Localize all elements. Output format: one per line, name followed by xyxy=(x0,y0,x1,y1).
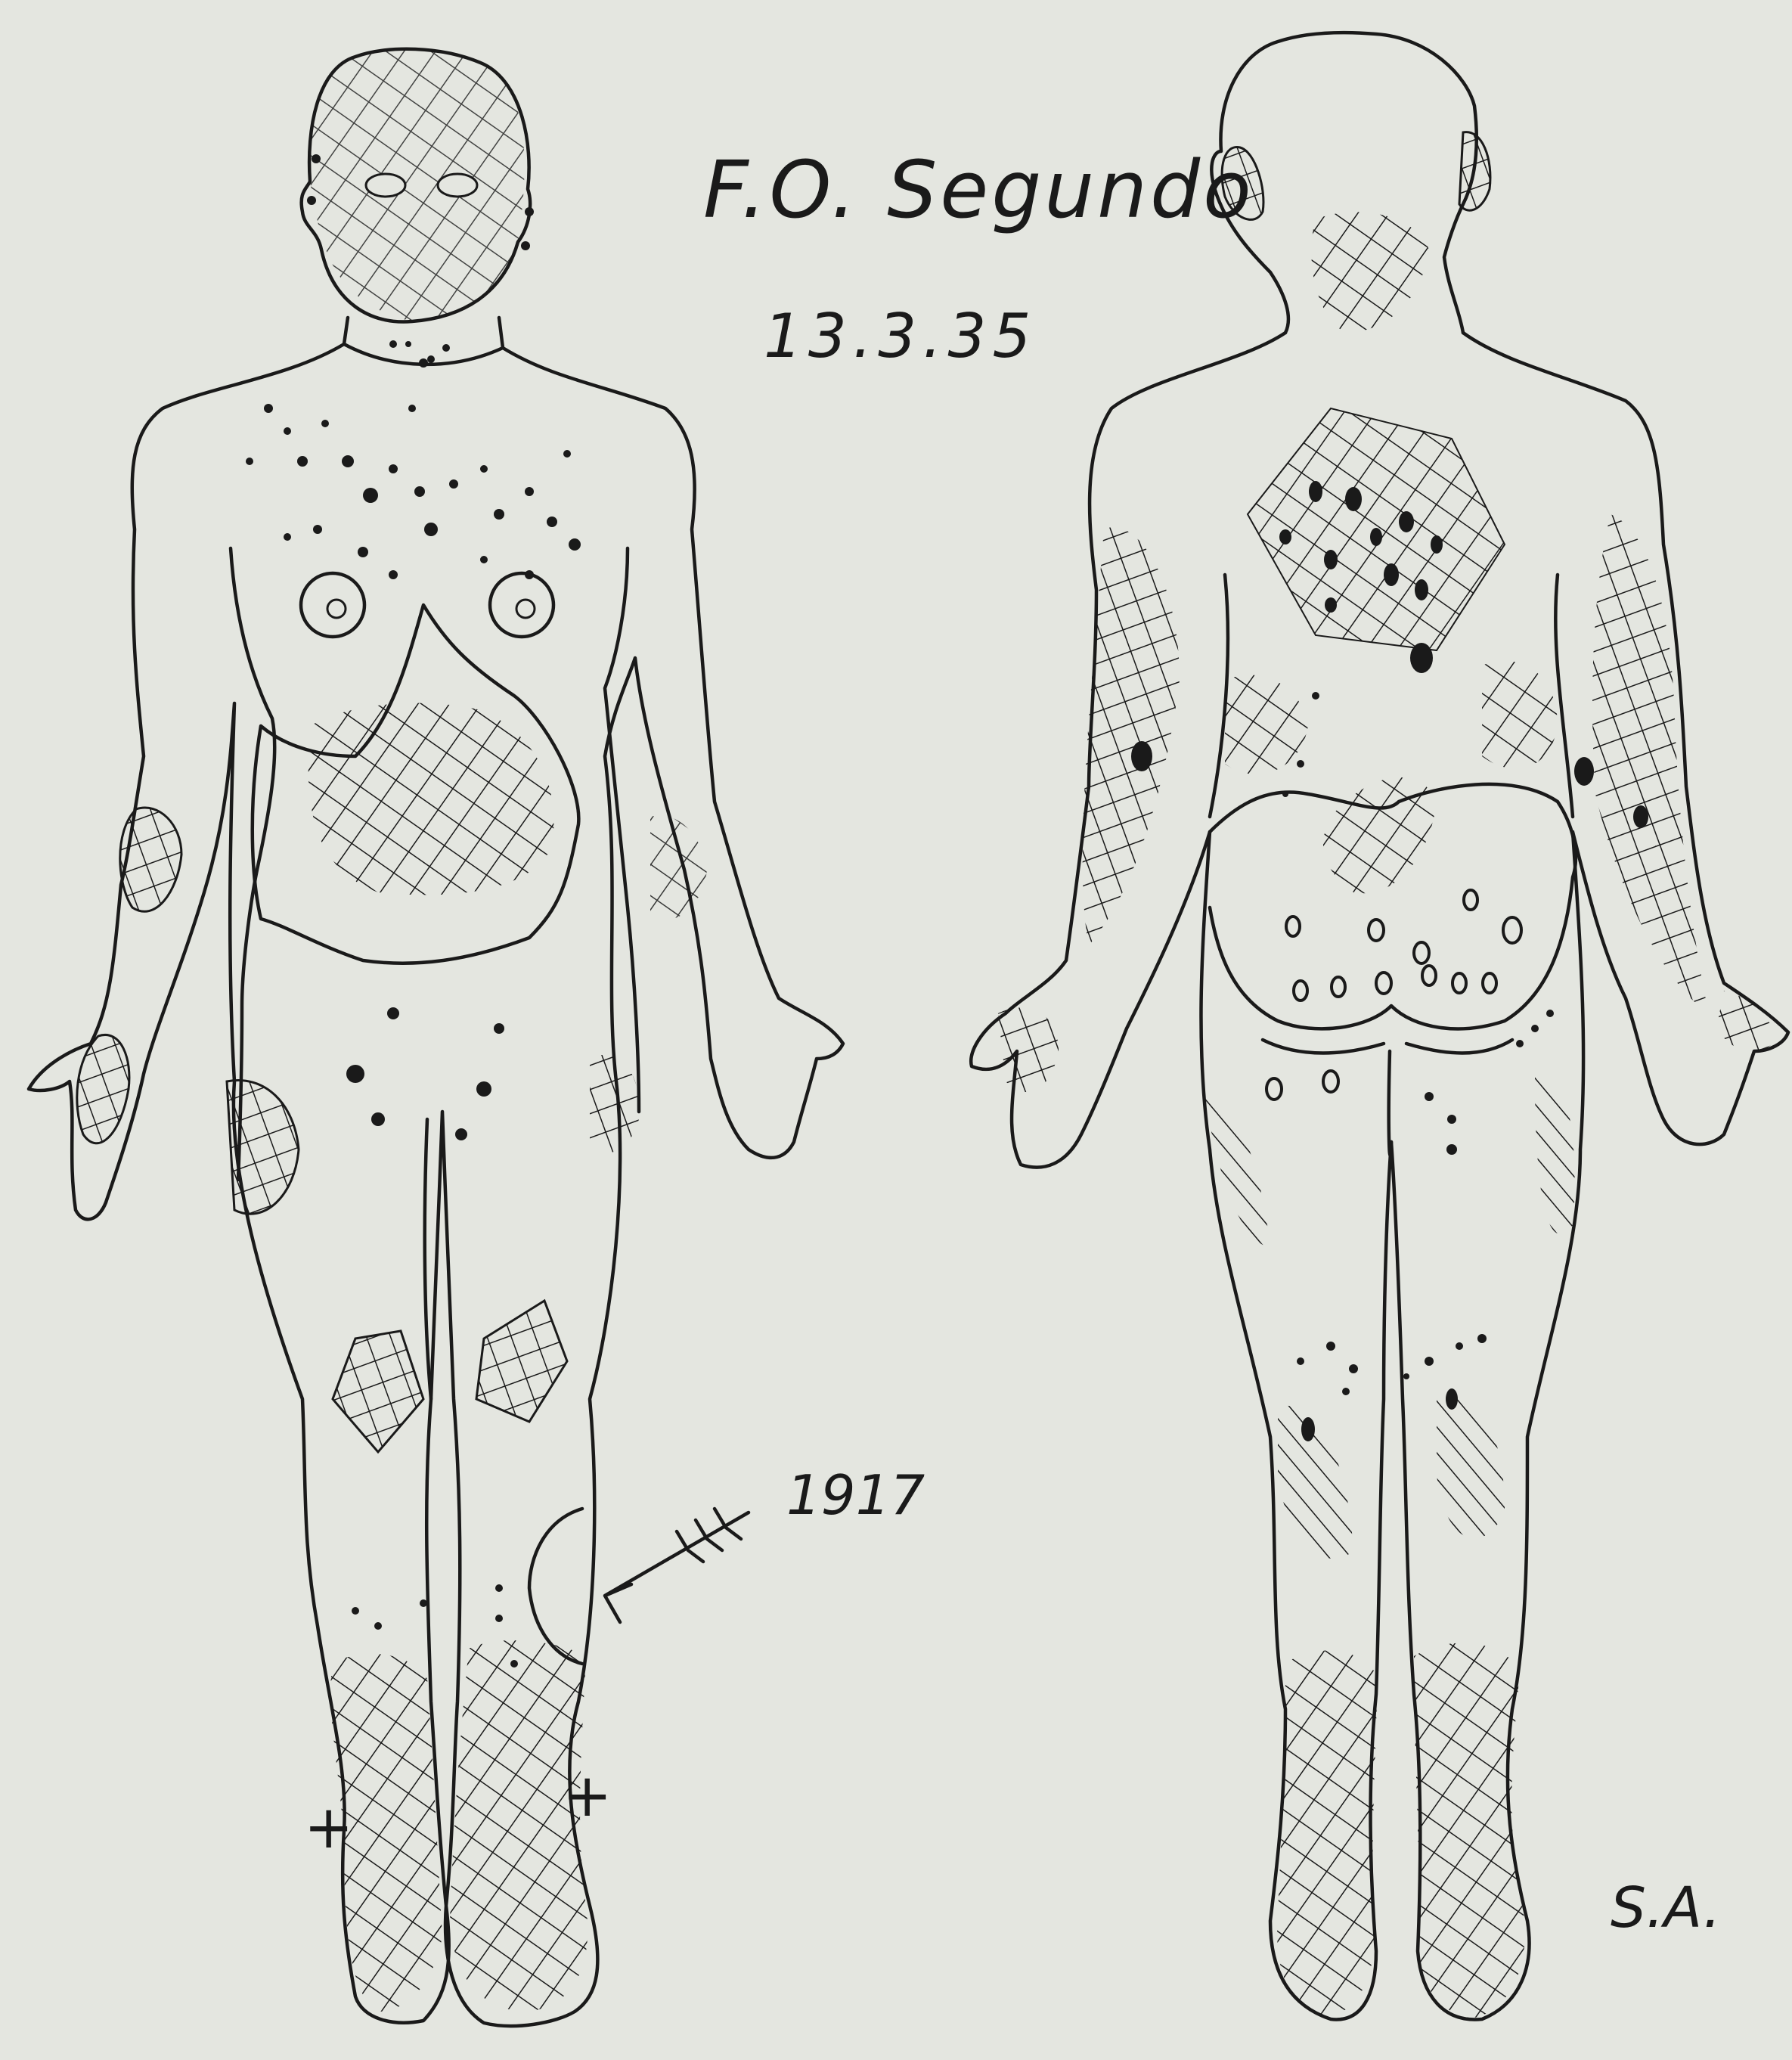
plus-marker-left: + xyxy=(304,1794,353,1862)
date-label: 13.3.35 xyxy=(764,301,1037,371)
back-lumbar-patch-right xyxy=(1482,661,1558,768)
front-breast-left xyxy=(301,573,364,637)
back-ear-right xyxy=(1459,132,1490,211)
front-knee-patch-left xyxy=(333,1331,423,1452)
back-lower-leg-left xyxy=(1277,1651,1378,2016)
back-lesion-rings xyxy=(1266,890,1521,1100)
front-abdomen-hatch xyxy=(308,703,554,895)
back-thigh-diag-right xyxy=(1535,1072,1575,1233)
front-thigh-semicircle xyxy=(529,1509,582,1664)
front-head-hatch xyxy=(309,49,524,321)
front-knee-patch-right xyxy=(476,1301,567,1422)
patient-label: F.O. Segundo xyxy=(703,144,1254,236)
year-label: 1917 xyxy=(786,1463,925,1527)
back-lumbar-patch-left xyxy=(1225,675,1308,774)
back-calf-diag-right xyxy=(1437,1398,1505,1539)
back-leg-divider xyxy=(1389,1051,1391,1156)
back-lower-leg-right xyxy=(1414,1643,1525,2018)
front-lesion-dots xyxy=(246,154,581,1668)
signature-label: S.A. xyxy=(1611,1875,1721,1941)
back-arm-line-right xyxy=(1555,575,1573,817)
back-figure xyxy=(971,33,1788,2019)
front-neck xyxy=(344,318,503,365)
front-eye-left xyxy=(366,174,405,197)
plus-marker-right: + xyxy=(563,1762,612,1830)
front-body-outline xyxy=(29,344,843,2026)
back-neck-hatch xyxy=(1311,212,1429,333)
back-gluteal-fold xyxy=(1263,1040,1512,1053)
front-breast-right xyxy=(490,573,553,637)
back-calf-diag-left xyxy=(1278,1406,1353,1559)
front-leg-divider xyxy=(425,1119,431,1399)
back-sacral-patch xyxy=(1323,777,1437,893)
front-eye-right xyxy=(438,174,477,197)
back-arm-patch-right xyxy=(1592,514,1709,1013)
front-figure xyxy=(29,49,843,2026)
year-arrow xyxy=(605,1509,749,1622)
